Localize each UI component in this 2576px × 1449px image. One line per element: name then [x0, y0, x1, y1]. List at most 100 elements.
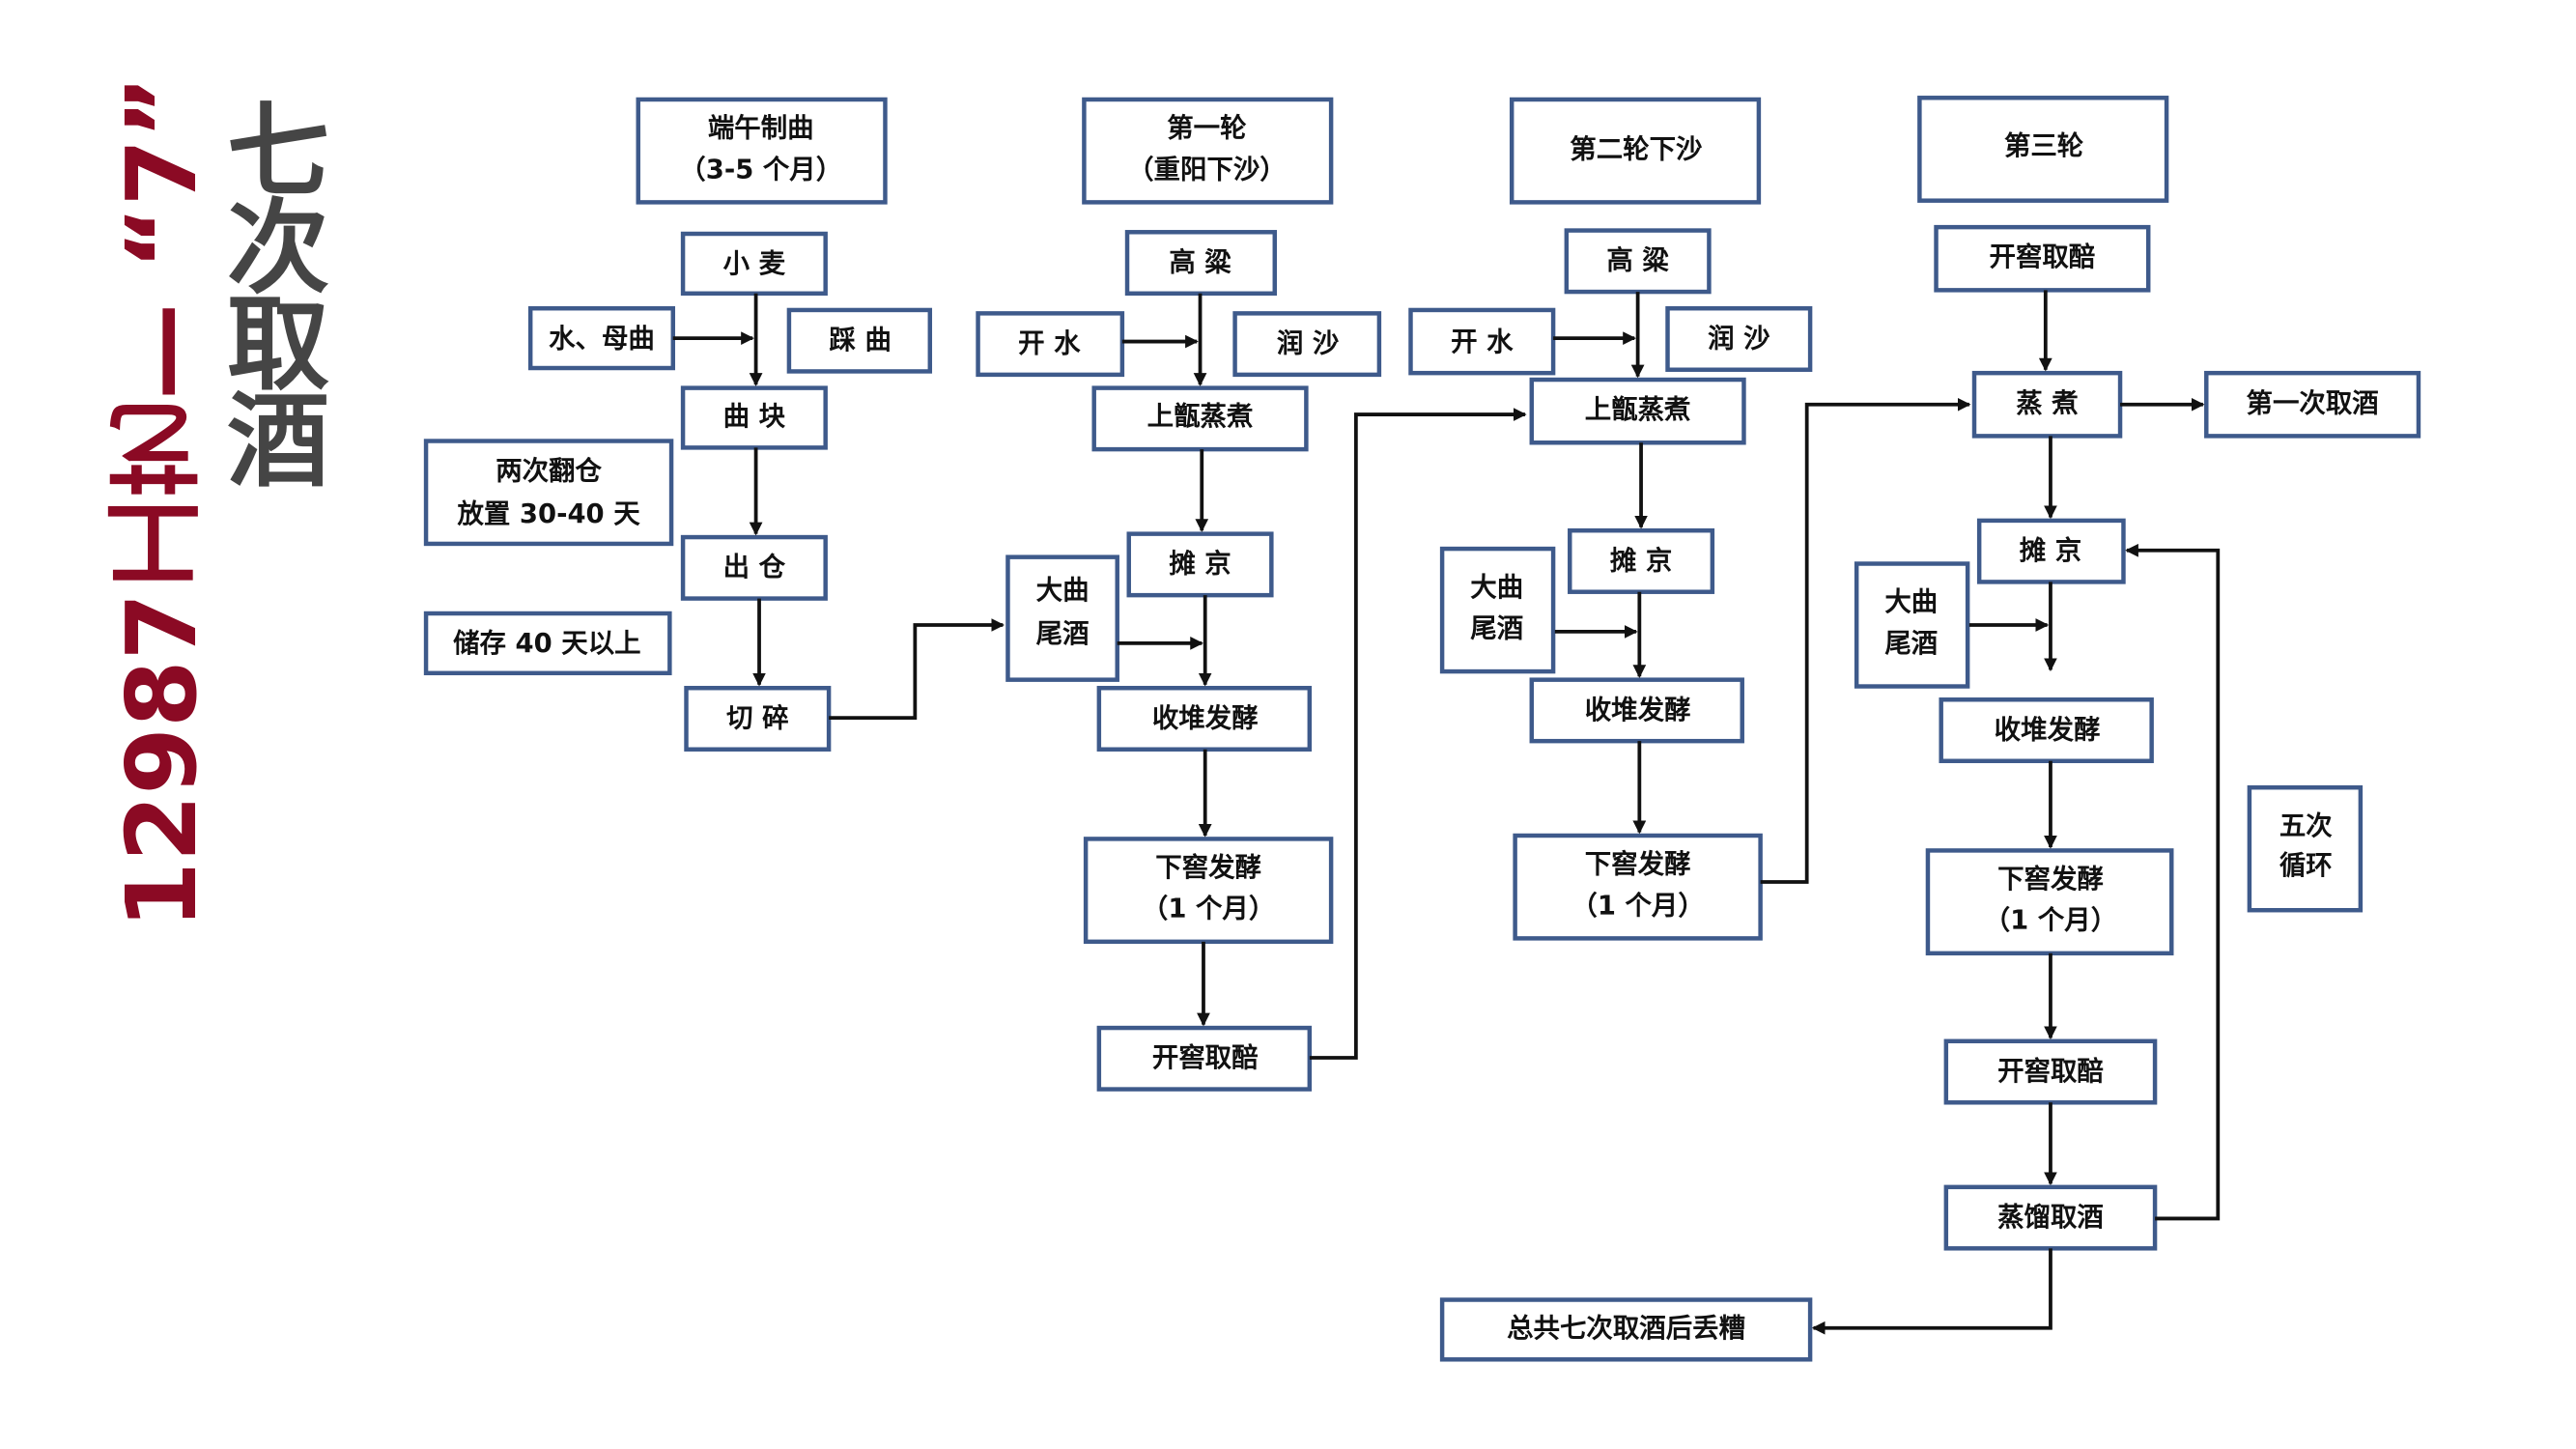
node-r1-run-sha: 润 沙 [1232, 311, 1382, 378]
r3-pit-line1: 下窖发酵 [1997, 864, 2104, 895]
r1-sorghum-label: 高 粱 [1169, 246, 1231, 277]
r2-pit-line1: 下窖发酵 [1585, 848, 1691, 879]
r1-run-sha-label: 润 沙 [1277, 327, 1339, 358]
qu-header-line1: 端午制曲 [708, 112, 814, 143]
r1-pit-line2: （1 个月） [1142, 895, 1275, 924]
qu-block-label: 曲 块 [723, 402, 786, 432]
round1-connectors [1117, 293, 1527, 1060]
end-label: 总共七次取酒后丢糟 [1507, 1314, 1745, 1344]
r1-steam-label: 上甑蒸煮 [1147, 402, 1254, 432]
r2-pile-label: 收堆发酵 [1585, 695, 1691, 725]
r2-water-label: 开 水 [1451, 327, 1514, 357]
r3-distill-label: 蒸馏取酒 [1997, 1203, 2104, 1233]
r3-first-liquor-label: 第一次取酒 [2247, 387, 2379, 418]
cycle-line1: 五次 [2279, 811, 2333, 841]
round1-header-line1: 第一轮 [1167, 112, 1247, 143]
node-r2-tail-liquor: 大曲 尾酒 [1439, 546, 1556, 674]
r3-cool-label: 摊 京 [2020, 535, 2081, 566]
turn-line2: 放置 30-40 天 [456, 498, 640, 529]
wheat-label: 小 麦 [723, 249, 786, 279]
node-five-cycles: 五次 循环 [2247, 784, 2364, 913]
node-r3-steam: 蒸 煮 [1971, 370, 2123, 439]
out-warehouse-label: 出 仓 [723, 553, 786, 582]
node-r1-sorghum: 高 粱 [1124, 230, 1278, 297]
node-r3-pit: 下窖发酵 （1 个月） [1925, 848, 2174, 956]
node-r1-cool: 摊 京 [1126, 531, 1274, 598]
round3-connectors [1811, 290, 2221, 1335]
node-turn-warehouse: 两次翻仓 放置 30-40 天 [423, 439, 674, 547]
r2-run-sha-label: 润 沙 [1708, 323, 1769, 354]
node-crush: 切 碎 [684, 686, 832, 752]
node-r3-open: 开窖取醅 [1943, 1038, 2158, 1105]
arrow-distill-to-end [1811, 1248, 2052, 1335]
arrow-crush-to-tail [829, 618, 1005, 721]
r3-open-top-label: 开窖取醅 [1990, 242, 2096, 272]
node-round1-header: 第一轮 （重阳下沙） [1082, 97, 1334, 205]
round1-header-line2: （重阳下沙） [1127, 155, 1287, 185]
node-r3-tail-liquor: 大曲 尾酒 [1854, 561, 1970, 689]
node-r2-pile: 收堆发酵 [1529, 677, 1744, 744]
r2-steam-label: 上甑蒸煮 [1585, 395, 1691, 425]
r3-open-label: 开窖取醅 [1997, 1056, 2104, 1087]
r2-sorghum-label: 高 粱 [1606, 245, 1669, 276]
store-label: 储存 40 天以上 [453, 628, 640, 659]
arrow-r1-open-to-r2-steam [1309, 408, 1527, 1060]
node-store: 储存 40 天以上 [423, 611, 672, 676]
r2-tail-line1: 大曲 [1470, 573, 1523, 603]
node-qu-block: 曲 块 [680, 385, 828, 450]
node-qu-header: 端午制曲 （3-5 个月） [636, 97, 888, 205]
round2-header-label: 第二轮下沙 [1570, 134, 1702, 165]
arrow-r2-pit-to-r3-steam [1760, 397, 1971, 884]
node-r1-water: 开 水 [976, 311, 1125, 378]
r1-pile-label: 收堆发酵 [1152, 702, 1259, 733]
turn-line1: 两次翻仓 [495, 457, 602, 487]
node-round2-header: 第二轮下沙 [1509, 97, 1762, 205]
title-vertical: 七次取酒 [210, 97, 328, 560]
r3-pit-line2: （1 个月） [1984, 906, 2117, 936]
r3-tail-line2: 尾酒 [1884, 629, 1938, 659]
node-r2-pit: 下窖发酵 （1 个月） [1513, 833, 1763, 941]
node-water-mother-qu: 水、母曲 [527, 305, 676, 371]
crush-label: 切 碎 [726, 703, 788, 733]
r1-open-label: 开窖取醅 [1152, 1042, 1259, 1073]
cycle-line2: 循环 [2279, 851, 2333, 881]
title-text: 七次取酒 [210, 97, 328, 483]
node-wheat: 小 麦 [680, 231, 828, 297]
r2-cool-label: 摊 京 [1610, 545, 1672, 576]
node-r3-pile: 收堆发酵 [1939, 697, 2154, 763]
r3-tail-line1: 大曲 [1884, 587, 1938, 617]
node-out-warehouse: 出 仓 [680, 534, 828, 601]
node-r1-pile: 收堆发酵 [1096, 686, 1313, 752]
round3-header-label: 第三轮 [2004, 130, 2084, 161]
node-r1-tail-liquor: 大曲 尾酒 [1005, 554, 1119, 682]
node-r3-open-top: 开窖取醅 [1934, 224, 2151, 293]
r1-water-label: 开 水 [1018, 328, 1081, 358]
water-mother-qu-label: 水、母曲 [549, 324, 655, 354]
node-r1-pit: 下窖发酵 （1 个月） [1083, 837, 1334, 945]
node-end: 总共七次取酒后丢糟 [1439, 1297, 1813, 1362]
node-step-qu: 踩 曲 [786, 307, 933, 374]
node-r1-open: 开窖取醅 [1096, 1025, 1313, 1092]
arrow-loop-back-to-cool [2125, 543, 2221, 1221]
r1-pit-line1: 下窖发酵 [1155, 852, 1261, 883]
node-r1-steam: 上甑蒸煮 [1091, 385, 1309, 452]
round2-connectors [1553, 292, 1971, 884]
node-r3-first-liquor: 第一次取酒 [2204, 370, 2421, 439]
r2-tail-line2: 尾酒 [1470, 614, 1523, 644]
node-r2-steam: 上甑蒸煮 [1529, 377, 1746, 445]
r3-steam-label: 蒸 煮 [2016, 388, 2078, 418]
node-r3-cool: 摊 京 [1976, 518, 2126, 584]
step-qu-label: 踩 曲 [829, 326, 891, 355]
qu-connectors [672, 293, 1005, 721]
r3-pile-label: 收堆发酵 [1995, 714, 2101, 745]
node-r3-distill: 蒸馏取酒 [1943, 1184, 2158, 1251]
r1-tail-line1: 大曲 [1036, 576, 1090, 606]
r1-tail-line2: 尾酒 [1036, 619, 1090, 649]
node-r2-run-sha: 润 沙 [1665, 305, 1813, 372]
node-r2-cool: 摊 京 [1568, 527, 1715, 594]
node-round3-header: 第三轮 [1917, 96, 2169, 203]
node-r2-sorghum: 高 粱 [1564, 228, 1712, 295]
qu-header-line2: （3-5 个月） [679, 155, 842, 185]
r1-cool-label: 摊 京 [1169, 549, 1231, 580]
